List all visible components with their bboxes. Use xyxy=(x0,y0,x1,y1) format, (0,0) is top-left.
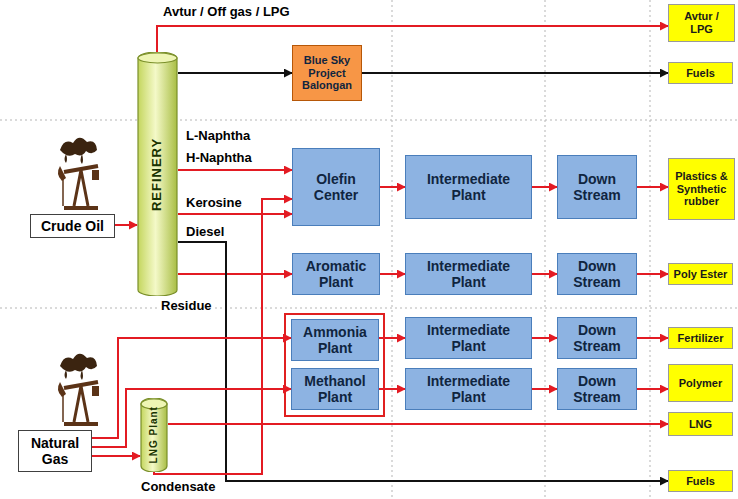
node-text: Down Stream xyxy=(563,373,631,405)
node-text: Blue Sky Project Balongan xyxy=(296,54,358,92)
stream-label: Kerosine xyxy=(185,195,243,210)
process-box: Intermediate Plant xyxy=(405,317,532,359)
node-text: Intermediate Plant xyxy=(411,373,526,405)
process-vessel: LNG Plant xyxy=(140,398,168,472)
process-box: Intermediate Plant xyxy=(405,155,532,219)
node-text: LNG xyxy=(689,418,712,431)
product-box: Avtur / LPG xyxy=(668,4,735,42)
flow-arrow xyxy=(379,388,405,390)
cylinder-top xyxy=(138,53,177,63)
node-text: Fuels xyxy=(686,475,715,488)
process-box: Intermediate Plant xyxy=(405,253,532,295)
node-text: Olefin Center xyxy=(298,171,374,203)
crude-oil-pump-icon xyxy=(58,138,99,210)
product-box: Polymer xyxy=(668,364,733,402)
flow-arrow xyxy=(168,423,668,425)
group-frame xyxy=(285,314,384,416)
node-text: Natural Gas xyxy=(23,435,87,467)
process-box: Down Stream xyxy=(557,368,637,410)
cylinder-body xyxy=(141,398,167,472)
flow-arrow xyxy=(637,186,668,188)
node-text: Fertilizer xyxy=(678,332,724,345)
source-box: Natural Gas xyxy=(18,430,92,472)
node-text: LNG Plant xyxy=(148,406,160,463)
node-text: Down Stream xyxy=(563,322,631,354)
flow-arrow xyxy=(157,26,668,52)
process-box: Olefin Center xyxy=(292,148,380,226)
stream-label: L-Naphtha xyxy=(185,128,251,143)
node-text: Polymer xyxy=(679,377,722,390)
flow-arrow xyxy=(532,186,557,188)
flow-arrow xyxy=(532,337,557,339)
flow-arrow xyxy=(637,273,668,275)
flow-arrow xyxy=(115,224,137,226)
product-box: Fuels xyxy=(668,470,733,492)
node-text: Down Stream xyxy=(563,258,631,290)
node-text: Poly Ester xyxy=(674,268,728,281)
stream-label: H-Naphtha xyxy=(185,150,253,165)
flow-arrow xyxy=(178,169,292,171)
product-box: Fertilizer xyxy=(668,327,733,349)
process-box: Aromatic Plant xyxy=(292,253,380,295)
cylinder-body xyxy=(138,52,177,296)
process-vessel: REFINERY xyxy=(137,52,178,296)
flow-arrow xyxy=(380,273,405,275)
node-text: Methanol Plant xyxy=(297,373,373,405)
stream-label: Avtur / Off gas / LPG xyxy=(162,4,291,19)
grid-line xyxy=(0,308,738,309)
source-box: Crude Oil xyxy=(30,214,115,238)
node-text: Intermediate Plant xyxy=(411,258,526,290)
flow-arrow xyxy=(637,388,668,390)
product-box: Poly Ester xyxy=(668,263,733,285)
node-text: Avtur / LPG xyxy=(672,10,731,35)
node-text: Aromatic Plant xyxy=(298,258,374,290)
stream-label: Residue xyxy=(160,298,213,313)
node-text: Fuels xyxy=(686,67,715,80)
natural-gas-pump-icon xyxy=(58,354,99,426)
flow-arrow xyxy=(178,213,292,215)
stream-label: Diesel xyxy=(185,224,225,239)
node-text: Intermediate Plant xyxy=(411,322,526,354)
flow-arrow xyxy=(379,337,405,339)
flow-arrow xyxy=(532,273,557,275)
process-box: Ammonia Plant xyxy=(291,319,379,361)
flow-arrow xyxy=(178,72,292,74)
stream-label: Condensate xyxy=(140,479,216,494)
process-box: Down Stream xyxy=(557,253,637,295)
project-box: Blue Sky Project Balongan xyxy=(292,45,362,101)
node-text: Ammonia Plant xyxy=(297,324,373,356)
process-box: Down Stream xyxy=(557,155,637,219)
node-text: REFINERY xyxy=(150,137,165,210)
process-box: Down Stream xyxy=(557,317,637,359)
process-box: Methanol Plant xyxy=(291,368,379,410)
flow-arrow xyxy=(532,388,557,390)
node-text: Crude Oil xyxy=(41,218,104,234)
node-text: Intermediate Plant xyxy=(411,171,526,203)
flow-arrow xyxy=(92,455,140,457)
product-box: LNG xyxy=(668,412,733,436)
node-text: Down Stream xyxy=(563,171,631,203)
flow-arrow xyxy=(362,72,668,74)
product-box: Plastics & Synthetic rubber xyxy=(668,158,735,220)
product-box: Fuels xyxy=(668,62,733,84)
flow-arrow xyxy=(178,242,668,481)
flow-arrow xyxy=(637,337,668,339)
grid-line xyxy=(0,120,738,121)
node-text: Plastics & Synthetic rubber xyxy=(672,170,731,208)
flow-arrow xyxy=(178,273,292,275)
process-box: Intermediate Plant xyxy=(405,368,532,410)
flow-arrow xyxy=(380,186,405,188)
